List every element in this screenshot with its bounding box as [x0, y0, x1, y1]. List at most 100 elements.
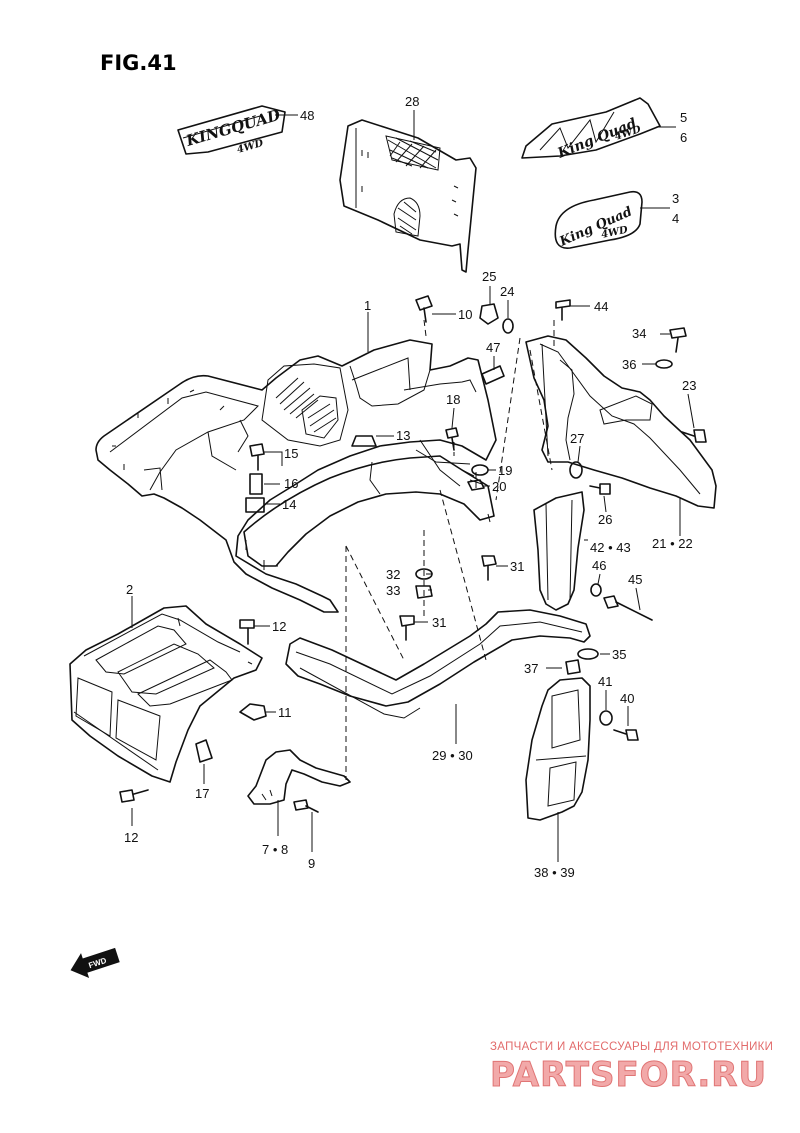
watermark-line1: ЗАПЧАСТИ И АКСЕССУАРЫ ДЛЯ МОТОТЕХНИКИ	[490, 1041, 773, 1053]
callout-48: 48	[300, 108, 314, 123]
callout-41: 41	[598, 674, 612, 689]
bolt-15	[249, 443, 265, 471]
reference-lines	[345, 319, 555, 780]
left-panel-2	[69, 605, 263, 783]
callout-40: 40	[620, 691, 634, 706]
cushion-14	[245, 497, 265, 513]
collar-16	[249, 473, 263, 495]
callout-37: 37	[524, 661, 538, 676]
callout-42: 42 • 43	[590, 540, 631, 555]
callout-45: 45	[628, 572, 642, 587]
callout-4: 4	[672, 211, 679, 226]
callout-10: 10	[458, 307, 472, 322]
callout-31-lower: 31	[432, 615, 446, 630]
bolt-26	[589, 483, 611, 495]
figure-title: FIG.41	[100, 51, 177, 75]
bolt-12-lower	[119, 789, 149, 803]
washer-41	[599, 710, 613, 726]
callout-23: 23	[682, 378, 696, 393]
bolt-10	[415, 295, 433, 323]
bushing-47	[481, 365, 505, 385]
callout-17: 17	[195, 786, 209, 801]
callout-31-upper: 31	[510, 559, 524, 574]
callout-27: 27	[570, 431, 584, 446]
screw-40	[613, 729, 639, 741]
screw-31-upper	[481, 555, 497, 581]
nut-37	[565, 659, 581, 675]
washer-46	[590, 583, 602, 597]
bolt-23	[681, 429, 707, 443]
callout-35: 35	[612, 647, 626, 662]
callout-3: 3	[672, 191, 679, 206]
callout-34: 34	[632, 326, 646, 341]
front-fender-right-21	[525, 335, 717, 509]
callout-33: 33	[386, 583, 400, 598]
grille-panel-28	[339, 119, 477, 273]
callout-36: 36	[622, 357, 636, 372]
bolt-12-upper	[239, 619, 255, 645]
grommet-35	[577, 648, 599, 660]
callout-47: 47	[486, 340, 500, 355]
bracket-7	[247, 749, 351, 805]
hardware	[119, 295, 707, 813]
callout-11: 11	[278, 705, 292, 720]
callout-29: 29 • 30	[432, 748, 473, 763]
callout-6: 6	[680, 130, 687, 145]
clip-17	[195, 739, 213, 763]
watermark-line2: PARTSFOR.RU	[490, 1055, 767, 1095]
mud-flap-42	[533, 491, 585, 611]
emblem-kingquad-48: KINGQUAD 4WD	[177, 105, 286, 156]
grommet-19	[471, 464, 489, 476]
callout-labels: 48 28 5 6 3 4 1 10 25 24 44 34 36 23 47 …	[124, 94, 696, 880]
bolt-9	[293, 799, 319, 813]
callout-5: 5	[680, 110, 687, 125]
washer-36	[655, 359, 673, 369]
emblem-kingquad-3: King Quad 4WD	[554, 190, 643, 250]
callout-12-upper: 12	[272, 619, 286, 634]
emblem-kingquad-5: King Quad 4WD	[521, 97, 661, 162]
callout-12-lower: 12	[124, 830, 138, 845]
callout-26: 26	[598, 512, 612, 527]
callout-1: 1	[364, 298, 371, 313]
callout-9: 9	[308, 856, 315, 871]
callout-2: 2	[126, 582, 133, 597]
screw-31-lower	[399, 615, 415, 641]
nut-25	[479, 303, 499, 325]
callout-46: 46	[592, 558, 606, 573]
callout-21: 21 • 22	[652, 536, 693, 551]
emblem-48-line1: KINGQUAD	[183, 106, 282, 150]
washer-24	[502, 318, 514, 334]
callout-13: 13	[396, 428, 410, 443]
washer-27	[569, 461, 583, 479]
callout-24: 24	[500, 284, 514, 299]
front-fender-1	[95, 339, 497, 613]
callout-19: 19	[498, 463, 512, 478]
callout-44: 44	[594, 299, 608, 314]
leader-lines	[131, 110, 695, 862]
callout-15: 15	[284, 446, 298, 461]
bolt-18	[445, 427, 459, 451]
grommet-13	[351, 435, 377, 447]
emblem-48-line2: 4WD	[236, 138, 265, 156]
nut-20	[467, 479, 485, 491]
watermark: ЗАПЧАСТИ И АКСЕССУАРЫ ДЛЯ МОТОТЕХНИКИ PA…	[490, 1041, 773, 1096]
callout-28: 28	[405, 94, 419, 109]
screw-44	[555, 299, 571, 321]
callout-7: 7 • 8	[262, 842, 288, 857]
callout-14: 14	[282, 497, 296, 512]
rivet-45	[603, 595, 653, 621]
callout-32: 32	[386, 567, 400, 582]
screw-34	[669, 327, 687, 353]
clip-11	[239, 703, 267, 721]
nut-33	[415, 585, 433, 599]
callout-20: 20	[492, 479, 506, 494]
callout-25: 25	[482, 269, 496, 284]
bracket-29	[285, 609, 591, 719]
fwd-arrow: FWD	[70, 947, 120, 979]
callout-38: 38 • 39	[534, 865, 575, 880]
cover-38	[525, 677, 591, 821]
callout-16: 16	[284, 476, 298, 491]
callout-18: 18	[446, 392, 460, 407]
